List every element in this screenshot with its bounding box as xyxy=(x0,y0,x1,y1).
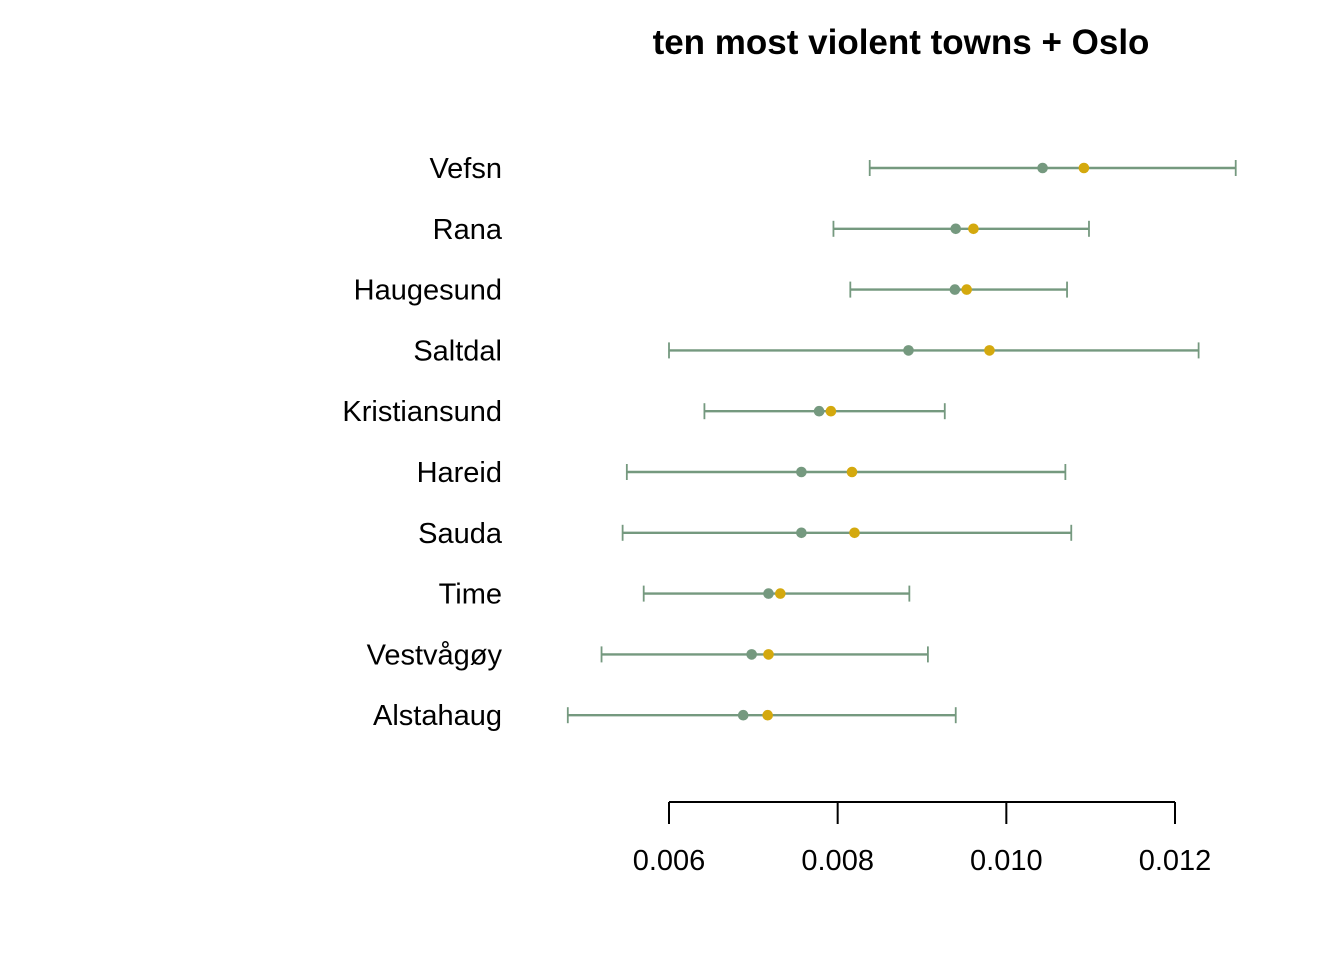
point-series1-4 xyxy=(825,405,837,417)
point-series1-7 xyxy=(775,588,786,599)
x-tick-label-3: 0.012 xyxy=(1139,845,1212,877)
category-label-0: Vefsn xyxy=(429,153,502,185)
category-label-9: Alstahaug xyxy=(373,700,502,732)
point-series0-1 xyxy=(950,223,962,235)
point-series0-4 xyxy=(813,405,825,417)
point-series1-6 xyxy=(849,527,860,539)
point-series1-0 xyxy=(1078,162,1090,174)
interval-6 xyxy=(621,524,1073,541)
category-label-3: Saltdal xyxy=(413,335,502,367)
point-estimates xyxy=(737,162,1090,721)
interval-1 xyxy=(832,220,1090,237)
point-series0-5 xyxy=(796,466,807,478)
x-axis: 0.006 0.008 0.010 0.012 xyxy=(633,801,1212,877)
interval-bars xyxy=(566,160,1237,724)
category-label-4: Kristiansund xyxy=(342,396,502,428)
x-tick-label-2: 0.010 xyxy=(970,845,1043,877)
point-series0-0 xyxy=(1037,162,1048,174)
interval-9 xyxy=(566,707,957,724)
point-series0-9 xyxy=(737,709,749,721)
category-label-1: Rana xyxy=(433,214,503,246)
point-series1-3 xyxy=(984,345,995,356)
point-series0-3 xyxy=(903,345,914,356)
chart-title: ten most violent towns + Oslo xyxy=(653,23,1150,62)
interval-3 xyxy=(668,342,1200,359)
interval-5 xyxy=(625,464,1067,480)
point-series1-2 xyxy=(961,284,972,295)
point-series1-1 xyxy=(968,223,979,235)
point-series0-8 xyxy=(746,649,757,660)
category-label-5: Hareid xyxy=(417,457,502,489)
point-series1-8 xyxy=(763,649,774,660)
x-tick-label-0: 0.006 xyxy=(633,845,706,877)
category-label-8: Vestvågøy xyxy=(367,639,503,671)
interval-0 xyxy=(868,160,1237,176)
interval-4 xyxy=(703,403,946,420)
category-labels: VefsnRanaHaugesundSaltdalKristiansundHar… xyxy=(342,153,502,732)
point-series1-5 xyxy=(846,466,858,478)
x-tick-label-1: 0.008 xyxy=(801,845,874,877)
point-series0-6 xyxy=(796,527,807,539)
point-series0-2 xyxy=(949,284,961,295)
category-label-7: Time xyxy=(439,579,502,611)
category-label-2: Haugesund xyxy=(354,275,502,307)
point-series1-9 xyxy=(762,709,773,721)
point-series0-7 xyxy=(763,588,774,599)
category-label-6: Sauda xyxy=(418,518,503,550)
